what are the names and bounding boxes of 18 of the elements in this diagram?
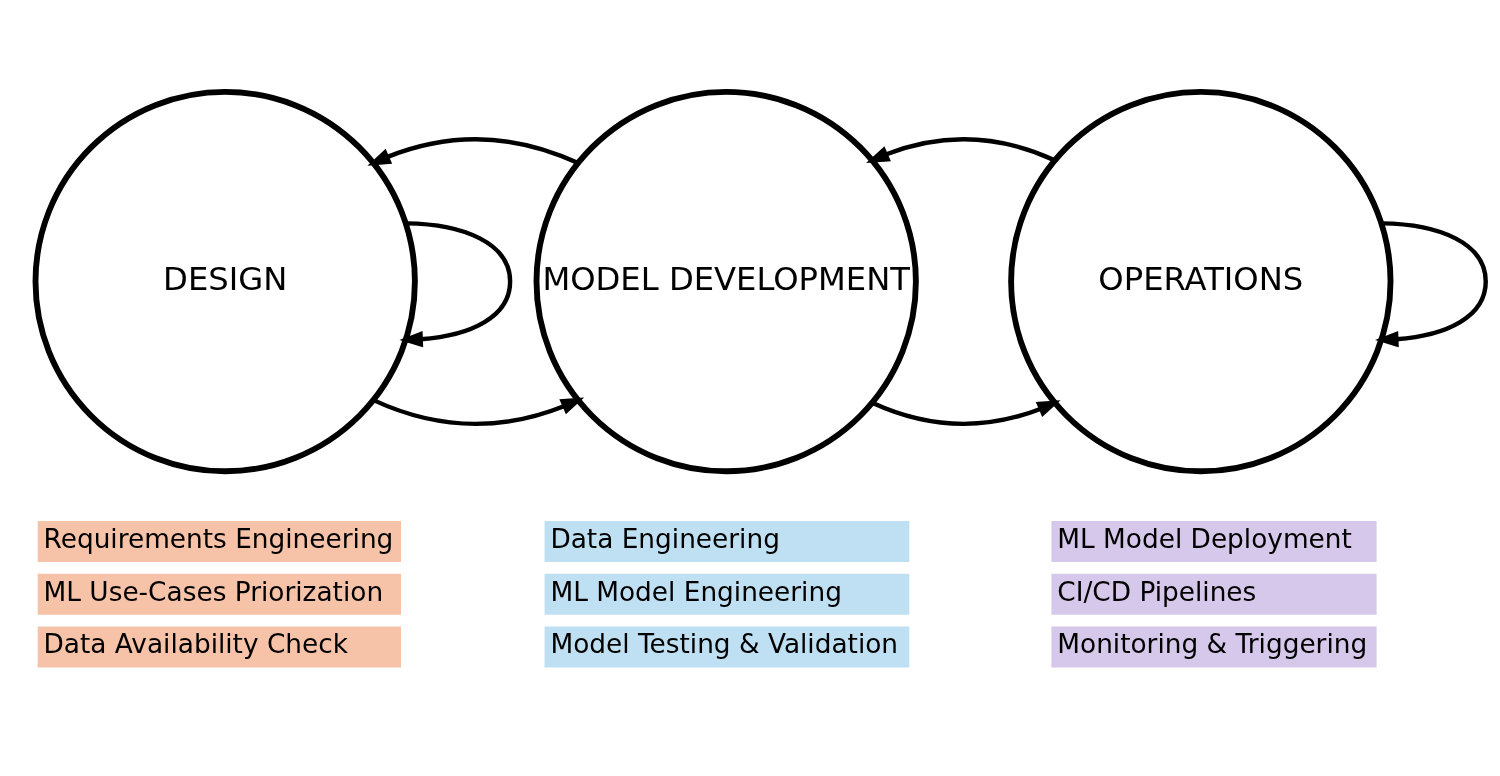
arrow xyxy=(866,136,1056,163)
arrow xyxy=(372,396,585,426)
arrow xyxy=(1375,220,1488,347)
node-label: ML Use-Cases Priorization xyxy=(43,576,384,607)
node-label: Data Availability Check xyxy=(43,629,349,659)
node-label: CI/CD Pipelines xyxy=(1057,576,1257,607)
node-label: Monitoring & Triggering xyxy=(1057,629,1368,659)
node-circle: MODEL DEVELOPMENT xyxy=(533,88,919,474)
node-label: ML Model Engineering xyxy=(550,576,842,607)
arrow xyxy=(871,399,1061,426)
node-circle: DESIGN xyxy=(32,88,418,474)
node-label: ML Model Deployment xyxy=(1057,523,1352,554)
arrow xyxy=(399,220,513,347)
node-label: Data Engineering xyxy=(550,523,780,554)
node-label: Requirements Engineering xyxy=(43,523,394,554)
arrow xyxy=(367,136,579,166)
node-label: Model Testing & Validation xyxy=(550,629,899,659)
node-circle: OPERATIONS xyxy=(1008,88,1394,474)
